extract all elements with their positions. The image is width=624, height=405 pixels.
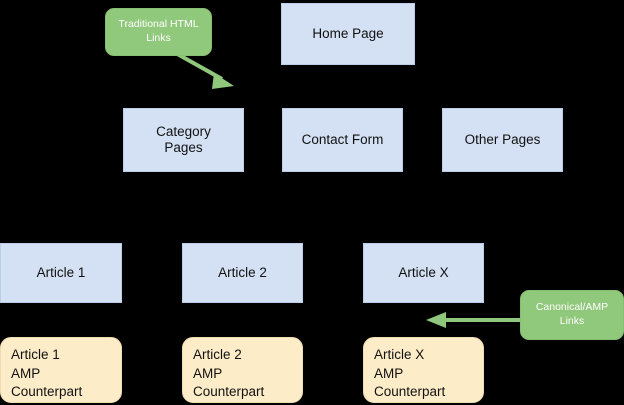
node-article-2-amp[interactable]: Article 2 AMP Counterpart bbox=[182, 337, 303, 403]
node-article-2[interactable]: Article 2 bbox=[182, 243, 303, 303]
node-article-x-amp-label: Article X AMP Counterpart bbox=[374, 347, 446, 400]
node-article-1-amp-label: Article 1 AMP Counterpart bbox=[11, 347, 83, 400]
node-article-2-label: Article 2 bbox=[218, 264, 267, 280]
node-article-1[interactable]: Article 1 bbox=[0, 243, 122, 303]
node-contact-form-label: Contact Form bbox=[301, 131, 384, 147]
node-other-pages-label: Other Pages bbox=[464, 131, 541, 147]
traditional-html-links-arrow bbox=[171, 49, 234, 89]
node-article-1-label: Article 1 bbox=[36, 264, 86, 280]
callout-traditional-html-links[interactable]: Traditional HTML Links bbox=[105, 8, 212, 56]
node-category-pages-label: Category Pages bbox=[156, 123, 211, 155]
node-article-2-amp-label: Article 2 AMP Counterpart bbox=[193, 347, 265, 400]
node-article-x-label: Article X bbox=[398, 264, 449, 280]
node-article-x[interactable]: Article X bbox=[363, 243, 484, 303]
node-category-pages[interactable]: Category Pages bbox=[123, 108, 244, 172]
canonical-amp-links-arrow bbox=[426, 312, 520, 328]
node-other-pages[interactable]: Other Pages bbox=[442, 108, 563, 172]
node-article-1-amp[interactable]: Article 1 AMP Counterpart bbox=[0, 337, 122, 403]
node-home-page-label: Home Page bbox=[312, 25, 384, 41]
callout-canonical-amp-links-label: Canonical/AMP Links bbox=[535, 301, 609, 327]
node-article-x-amp[interactable]: Article X AMP Counterpart bbox=[363, 337, 484, 403]
callout-canonical-amp-links[interactable]: Canonical/AMP Links bbox=[520, 290, 624, 340]
node-home-page[interactable]: Home Page bbox=[281, 3, 415, 65]
callout-traditional-html-links-label: Traditional HTML Links bbox=[118, 18, 199, 44]
node-contact-form[interactable]: Contact Form bbox=[282, 108, 403, 172]
